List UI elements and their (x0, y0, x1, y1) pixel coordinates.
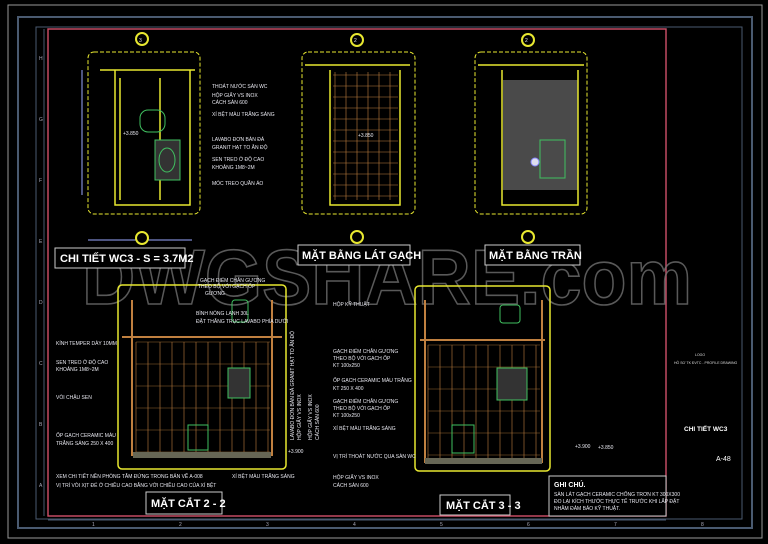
annotation-note: HỘP GIẤY VS INOX (307, 394, 314, 440)
level-mark: +3.900 (288, 449, 304, 455)
sheet-number: A-48 (716, 456, 731, 463)
grid-row-label: A (39, 483, 43, 489)
annotation-note: GẠCH ĐIỂM CHÂN GƯƠNG (200, 277, 265, 284)
project-name: HỒ SƠ TK ĐVTC - PROFILE DRAWING (674, 360, 738, 365)
annotation-note: MÓC TREO QUẦN ÁO (212, 180, 263, 187)
view-title-section-3-3: MẶT CẮT 3 - 3 (446, 499, 521, 512)
annotation-note: KHOẢNG 1M8~2M (56, 366, 99, 373)
annotation-note: SEN TREO Ở ĐỘ CAO (212, 156, 264, 163)
annotation-note: THEO BỘ VỚI GẠCH ỐP (333, 355, 391, 362)
annotation-note: KHOẢNG 1M8~2M (212, 164, 255, 171)
grid-row-label: G (39, 117, 43, 123)
notes-title: GHI CHÚ. (554, 480, 586, 489)
annotation-note: GẠCH ĐIỂM CHÂN GƯƠNG (333, 348, 398, 355)
grid-row-label: H (39, 56, 43, 62)
annotation-note: KT 250 X 400 (333, 386, 364, 392)
grid-col-label: 3 (266, 522, 269, 528)
annotation-note: LAVABO ĐƠN BÀN ĐÁ (212, 136, 265, 143)
axis-label: 2 (525, 38, 528, 44)
annotation-note: GRANIT HẠT TO ÂN ĐỘ (212, 144, 268, 151)
view-title-plan-wc3: CHI TIẾT WC3 - S = 3.7M2 (60, 252, 194, 265)
annotation-note: TRẮNG SÁNG 250 X 400 (56, 439, 113, 447)
grid-col-label: 6 (527, 522, 530, 528)
annotation-note: XÍ BỆT MÀU TRẮNG SÁNG (333, 424, 396, 432)
axis-label: 2 (354, 38, 357, 44)
annotation-note: ỐP GẠCH CERAMIC MÀU TRẮNG (333, 376, 412, 384)
annotation-note: KT 100x250 (333, 363, 360, 369)
outer-border (7, 4, 763, 539)
notes-box: GHI CHÚ. SÀN LÁT GẠCH CERAMIC CHỐNG TRƠN… (548, 475, 680, 517)
notes-line: NHẰM ĐẢM BẢO KỸ THUẬT. (554, 504, 620, 512)
grid-row-label: D (39, 300, 43, 306)
annotation-note: LAVABO ĐƠN BÀN ĐÁ GRANIT HẠT TO ÂN ĐỘ (289, 331, 296, 440)
grid-col-label: 8 (701, 522, 704, 528)
grid-col-label: 4 (353, 522, 356, 528)
grid-col-label: 1 (92, 522, 95, 528)
annotation-note: VÒI CHẬU SEN (56, 394, 92, 401)
annotation-note: XÍ BỆT MÀU TRẮNG SÁNG (212, 110, 275, 118)
annotation-note: CÁCH SÀN 600 (333, 482, 369, 489)
annotation-note: XÍ BỆT MÀU TRẮNG SÁNG (232, 472, 295, 480)
grid-col-label: 5 (440, 522, 443, 528)
plan-wc3: 3 +3.850 THOÁT NƯỚC SÀN WC HỘP GIẤY VS IN… (54, 32, 275, 269)
frame-blue-inner (35, 26, 743, 520)
level-mark: +3.850 (598, 445, 614, 451)
annotation-note: HỘP KỸ THUẬT (333, 301, 370, 308)
level-mark: +3.850 (358, 133, 374, 139)
view-title-section-2-2: MẶT CẮT 2 - 2 (151, 497, 226, 510)
annotation-note: BÌNH NÓNG LẠNH 30L (196, 310, 249, 317)
notes-line: ĐO LẠI KÍCH THƯỚC THỰC TẾ TRƯỚC KHI LẮP … (554, 497, 679, 505)
plan-tiling: 2 +3.850 MẶT BẰNG LÁT GẠCH (297, 33, 421, 266)
annotation-note: GẠCH ĐIỂM CHÂN GƯƠNG (333, 398, 398, 405)
title-block: LOGO HỒ SƠ TK ĐVTC - PROFILE DRAWING CHI… (674, 353, 738, 463)
annotation-note: CÁCH SÀN 600 (314, 404, 321, 440)
level-mark: +3.900 (575, 444, 591, 450)
annotation-note: KÍNH TEMPER DÀY 10MM (56, 340, 117, 347)
annotation-note: THEO BỘ VỚI GẠCH ỐP (198, 283, 256, 290)
view-title-plan-tiling: MẶT BẰNG LÁT GẠCH (302, 249, 421, 262)
logo-label: LOGO (695, 353, 705, 357)
annotation-note: KT 100x250 (333, 413, 360, 419)
annotation-note: CÁCH SÀN 600 (212, 99, 248, 106)
sheet-title: CHI TIẾT WC3 (684, 423, 728, 433)
annotation-note: HỘP GIẤY VS INOX (212, 92, 258, 99)
annotation-note: HỘP GIẤY VS INOX (333, 474, 379, 481)
frame-blue-outer (17, 16, 753, 529)
annotation-note: XEM CHI TIẾT NỀN PHÒNG TẮM ĐỨNG TRONG BẢ… (56, 472, 203, 480)
annotation-note: VỊ TRÍ VÒI XỊT ĐỂ Ở CHIỀU CAO BẰNG VỚI C… (56, 481, 216, 489)
grid-row-label: C (39, 361, 43, 367)
notes-line: SÀN LÁT GẠCH CERAMIC CHỐNG TRƠN KT 300X3… (554, 491, 680, 498)
annotation-note: HỘP GIẤY VS INOX (296, 394, 303, 440)
annotation-note: THEO BỘ VỚI GẠCH ỐP (333, 405, 391, 412)
annotation-note: GƯƠNG (205, 291, 225, 297)
axis-label: 3 (139, 38, 142, 44)
view-title-plan-ceiling: MẶT BẰNG TRẦN (489, 249, 582, 262)
grid-col-label: 2 (179, 522, 182, 528)
annotation-note: THOÁT NƯỚC SÀN WC (212, 83, 268, 90)
grid-row-label: F (39, 178, 42, 184)
grid-row-label: E (39, 239, 43, 245)
annotation-note: ỐP GẠCH CERAMIC MÀU (56, 432, 116, 439)
frame-red (47, 28, 667, 517)
plan-ceiling: 2 MẶT BẰNG TRẦN (474, 33, 588, 266)
annotation-note: ĐẶT THẲNG TRỤC LAVABO PHÍA DƯỚI (196, 318, 288, 325)
annotation-note: VỊ TRÍ THOÁT NƯỚC QUA SÀN WC (333, 453, 416, 460)
grid-col-label: 7 (614, 522, 617, 528)
annotation-note: SEN TREO Ở ĐỘ CAO (56, 359, 108, 366)
level-mark: +3.850 (123, 131, 139, 137)
grid-row-label: B (39, 422, 43, 428)
